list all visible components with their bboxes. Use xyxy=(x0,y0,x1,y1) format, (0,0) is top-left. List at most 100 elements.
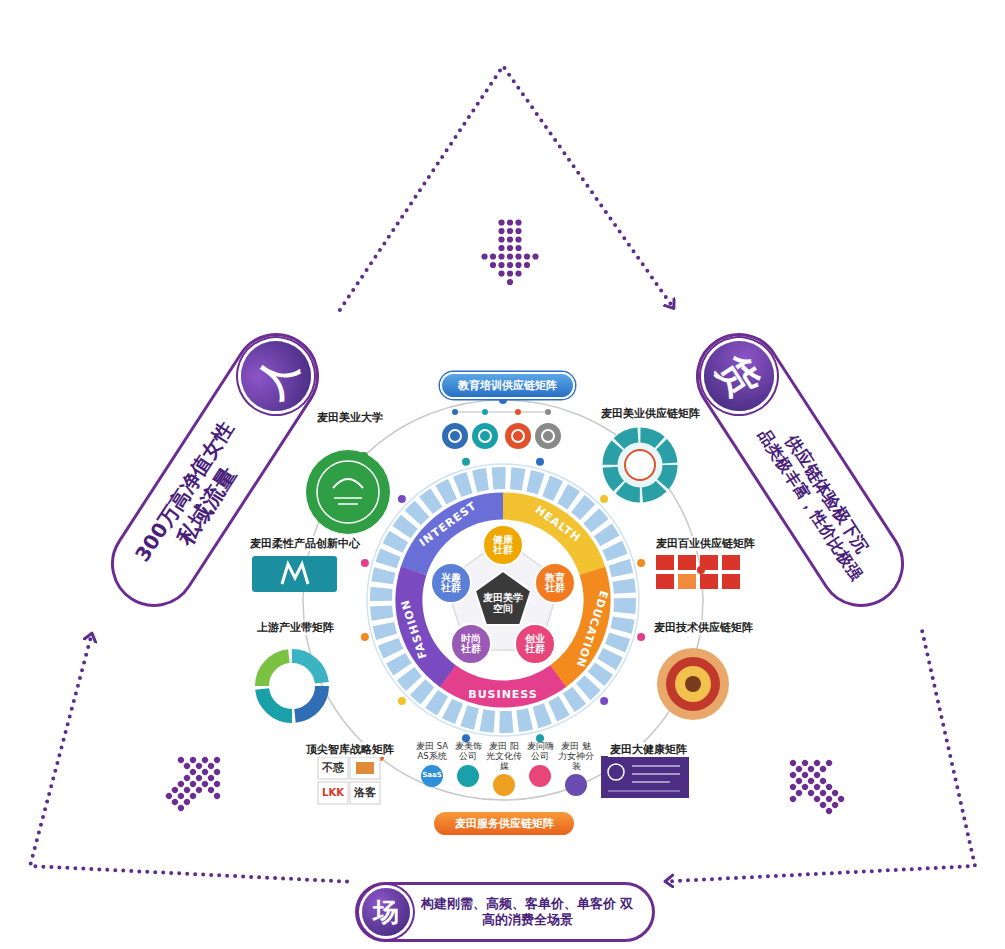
node-comm: 健康社群 xyxy=(482,524,524,566)
dot xyxy=(177,804,186,813)
decor-shape xyxy=(700,574,718,589)
wheel-dot xyxy=(600,697,608,705)
node-sat: 麦田大健康矩阵 xyxy=(598,738,698,800)
wheel-word: EDUCATION xyxy=(575,589,610,669)
decor-shape xyxy=(442,423,468,449)
dot xyxy=(515,228,521,234)
decor-shape xyxy=(656,555,674,570)
dot xyxy=(507,228,513,234)
matrix-title: 教育培训供应链矩阵 xyxy=(442,378,573,393)
ring-dots xyxy=(301,396,705,761)
node-comm: 时尚社群 xyxy=(450,623,492,665)
node-sat: 上游产业带矩阵 xyxy=(245,616,345,724)
decor-shape xyxy=(356,762,374,774)
decor-shape xyxy=(545,409,551,415)
education-icons xyxy=(442,409,561,449)
dot xyxy=(831,801,840,810)
decor-shape xyxy=(678,555,696,570)
dot xyxy=(481,253,487,259)
community-label: 兴趣社群 xyxy=(441,573,461,594)
heading-row: 上游产业带矩阵 xyxy=(245,616,345,635)
decor-shape xyxy=(666,657,720,711)
dot xyxy=(507,279,513,285)
node-item: 麦问嗨 公司 xyxy=(522,742,558,787)
dot xyxy=(515,253,521,259)
decor-shape xyxy=(535,423,561,449)
service-icon xyxy=(457,765,479,787)
decor-shape xyxy=(675,666,711,702)
dot xyxy=(177,780,186,789)
node-big: 货供应链体验极下沉品类极丰富，性价比极强 xyxy=(680,317,921,624)
heading-row: 麦田美业供应链矩阵 xyxy=(595,402,705,421)
dot xyxy=(213,792,222,801)
dot xyxy=(213,756,222,765)
health-panel xyxy=(601,756,689,798)
heading-row: 麦田大健康矩阵 xyxy=(598,738,698,757)
decor-shape xyxy=(602,427,678,503)
dot xyxy=(195,762,204,771)
dot xyxy=(813,795,822,804)
dot xyxy=(177,756,186,765)
node-sat: 麦田美业供应链矩阵 xyxy=(595,402,705,508)
decor-shape xyxy=(625,450,655,480)
dot xyxy=(195,786,204,795)
central-wheel xyxy=(361,458,645,742)
decor-shape xyxy=(632,774,680,775)
dot xyxy=(837,795,846,804)
logo-label: 洛客 xyxy=(350,782,380,804)
pill-body: 构建刚需、高频、客单价、单客价 双高的消费全场景 xyxy=(420,896,644,929)
node-sat: 麦田技术供应链矩阵 xyxy=(643,616,763,722)
pentagon xyxy=(475,571,531,625)
pill-badge: 场 xyxy=(362,888,410,936)
dotted-arrow xyxy=(30,633,347,882)
node-item: 麦美饰 公司 xyxy=(450,742,486,787)
dot xyxy=(213,780,222,789)
decor-shape xyxy=(252,556,337,592)
dot xyxy=(183,786,192,795)
service-icon xyxy=(529,765,551,787)
dot xyxy=(515,262,521,268)
node-sat: 麦田美业大学 xyxy=(300,406,400,538)
decor-shape xyxy=(449,430,461,442)
decor-shape xyxy=(678,574,696,589)
node-sat: 麦田百业供应链矩阵 xyxy=(643,532,767,594)
dot xyxy=(795,765,804,774)
node-wheel: INTERESTHEALTHEDUCATIONBUSINESSFASHION麦田… xyxy=(368,465,638,735)
dot xyxy=(532,253,538,259)
decor-shape xyxy=(722,555,740,570)
decor-shape xyxy=(317,461,379,523)
dot xyxy=(165,792,174,801)
dot xyxy=(524,253,530,259)
dot xyxy=(825,759,834,768)
community-label: 创业社群 xyxy=(525,634,545,655)
dot xyxy=(789,759,798,768)
node-big: 人300万高净值女性私域流量 xyxy=(95,317,336,624)
matrix-heading: 麦田百业供应链矩阵 xyxy=(654,536,757,551)
dot xyxy=(795,789,804,798)
service-label: 麦问嗨 公司 xyxy=(522,742,558,762)
wheel-dot xyxy=(361,559,369,567)
node-item: 麦田 阳光文化传媒 xyxy=(486,742,522,796)
decor-shape xyxy=(275,669,309,703)
wheel-dot xyxy=(361,633,369,641)
dot xyxy=(789,783,798,792)
node-sat: 麦田柔性产品创新中心 xyxy=(240,532,370,594)
pill-badge: 人 xyxy=(228,328,325,425)
dot xyxy=(498,253,504,259)
matrix-heading: 麦田技术供应链矩阵 xyxy=(652,620,755,635)
think-tank-logos xyxy=(318,757,380,804)
dot xyxy=(201,768,210,777)
dot xyxy=(807,789,816,798)
university-logo xyxy=(306,450,390,534)
dot xyxy=(171,786,180,795)
decor-shape xyxy=(338,503,358,505)
decor-shape xyxy=(367,464,639,736)
dot xyxy=(189,768,198,777)
dot xyxy=(201,780,210,789)
dot xyxy=(813,783,822,792)
node-item: 麦田 魅力女神分装 xyxy=(558,742,594,796)
dot xyxy=(490,262,496,268)
dot xyxy=(177,792,186,801)
service-label: 麦田 SAAS系统 xyxy=(414,742,450,762)
decor-shape xyxy=(262,656,322,716)
